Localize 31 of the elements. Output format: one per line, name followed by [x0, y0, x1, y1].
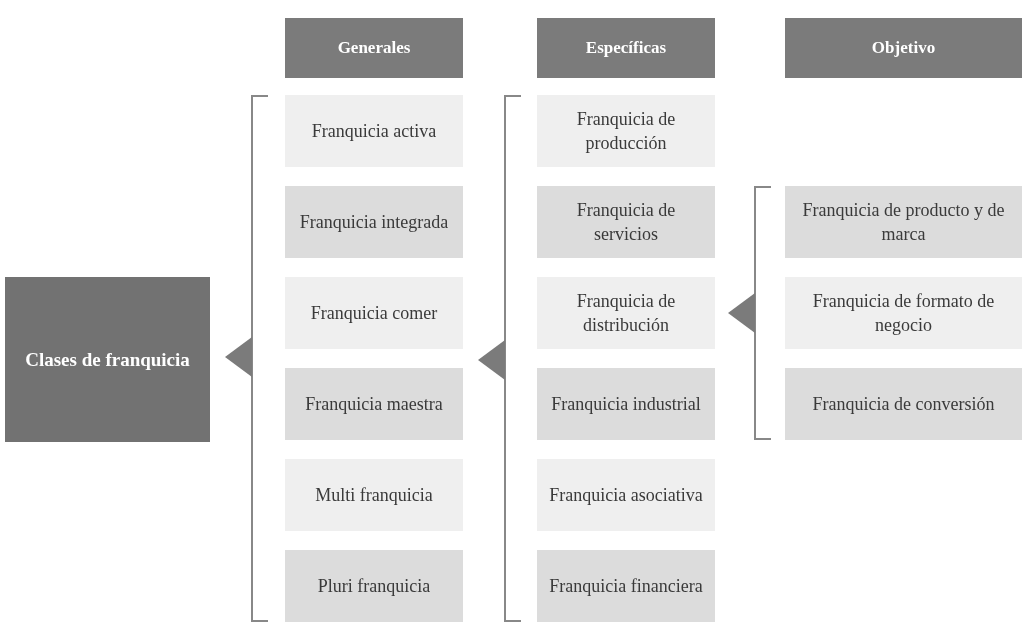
- box-label: Generales: [337, 36, 411, 59]
- box-label: Objetivo: [871, 36, 936, 59]
- category-box: [537, 368, 715, 440]
- box-label: Franquicia industrial: [551, 392, 701, 416]
- category-box: [285, 550, 463, 622]
- box-label: Franquicia de producción: [575, 107, 677, 155]
- category-box: [785, 368, 1022, 440]
- box-label: Multi franquicia: [315, 483, 433, 507]
- box-label: Franquicia de conversión: [812, 392, 995, 416]
- box-label: Franquicia de producto y de marca: [801, 198, 1006, 246]
- box-label: Franquicia maestra: [305, 392, 443, 416]
- category-box: [785, 186, 1022, 258]
- category-box: [285, 186, 463, 258]
- box-label: Franquicia de distribución: [575, 289, 677, 337]
- header-box: [785, 18, 1022, 78]
- box-label: Franquicia integrada: [299, 210, 449, 234]
- header-box: [537, 18, 715, 78]
- category-box: [537, 186, 715, 258]
- box-label: Franquicia asociativa: [549, 483, 703, 507]
- category-box: [285, 368, 463, 440]
- box-label: Clases de franquicia: [25, 347, 190, 372]
- box-label: Franquicia financiera: [549, 574, 703, 598]
- box-label: Franquicia activa: [311, 119, 437, 143]
- header-box: [285, 18, 463, 78]
- root-box: [5, 277, 210, 442]
- box-label: Franquicia de servicios: [575, 198, 677, 246]
- box-label: Franquicia comer: [310, 301, 438, 325]
- box-label: Franquicia de formato de negocio: [811, 289, 996, 337]
- box-label: Pluri franquicia: [317, 574, 431, 598]
- category-box: [537, 550, 715, 622]
- box-label: Específicas: [585, 36, 667, 59]
